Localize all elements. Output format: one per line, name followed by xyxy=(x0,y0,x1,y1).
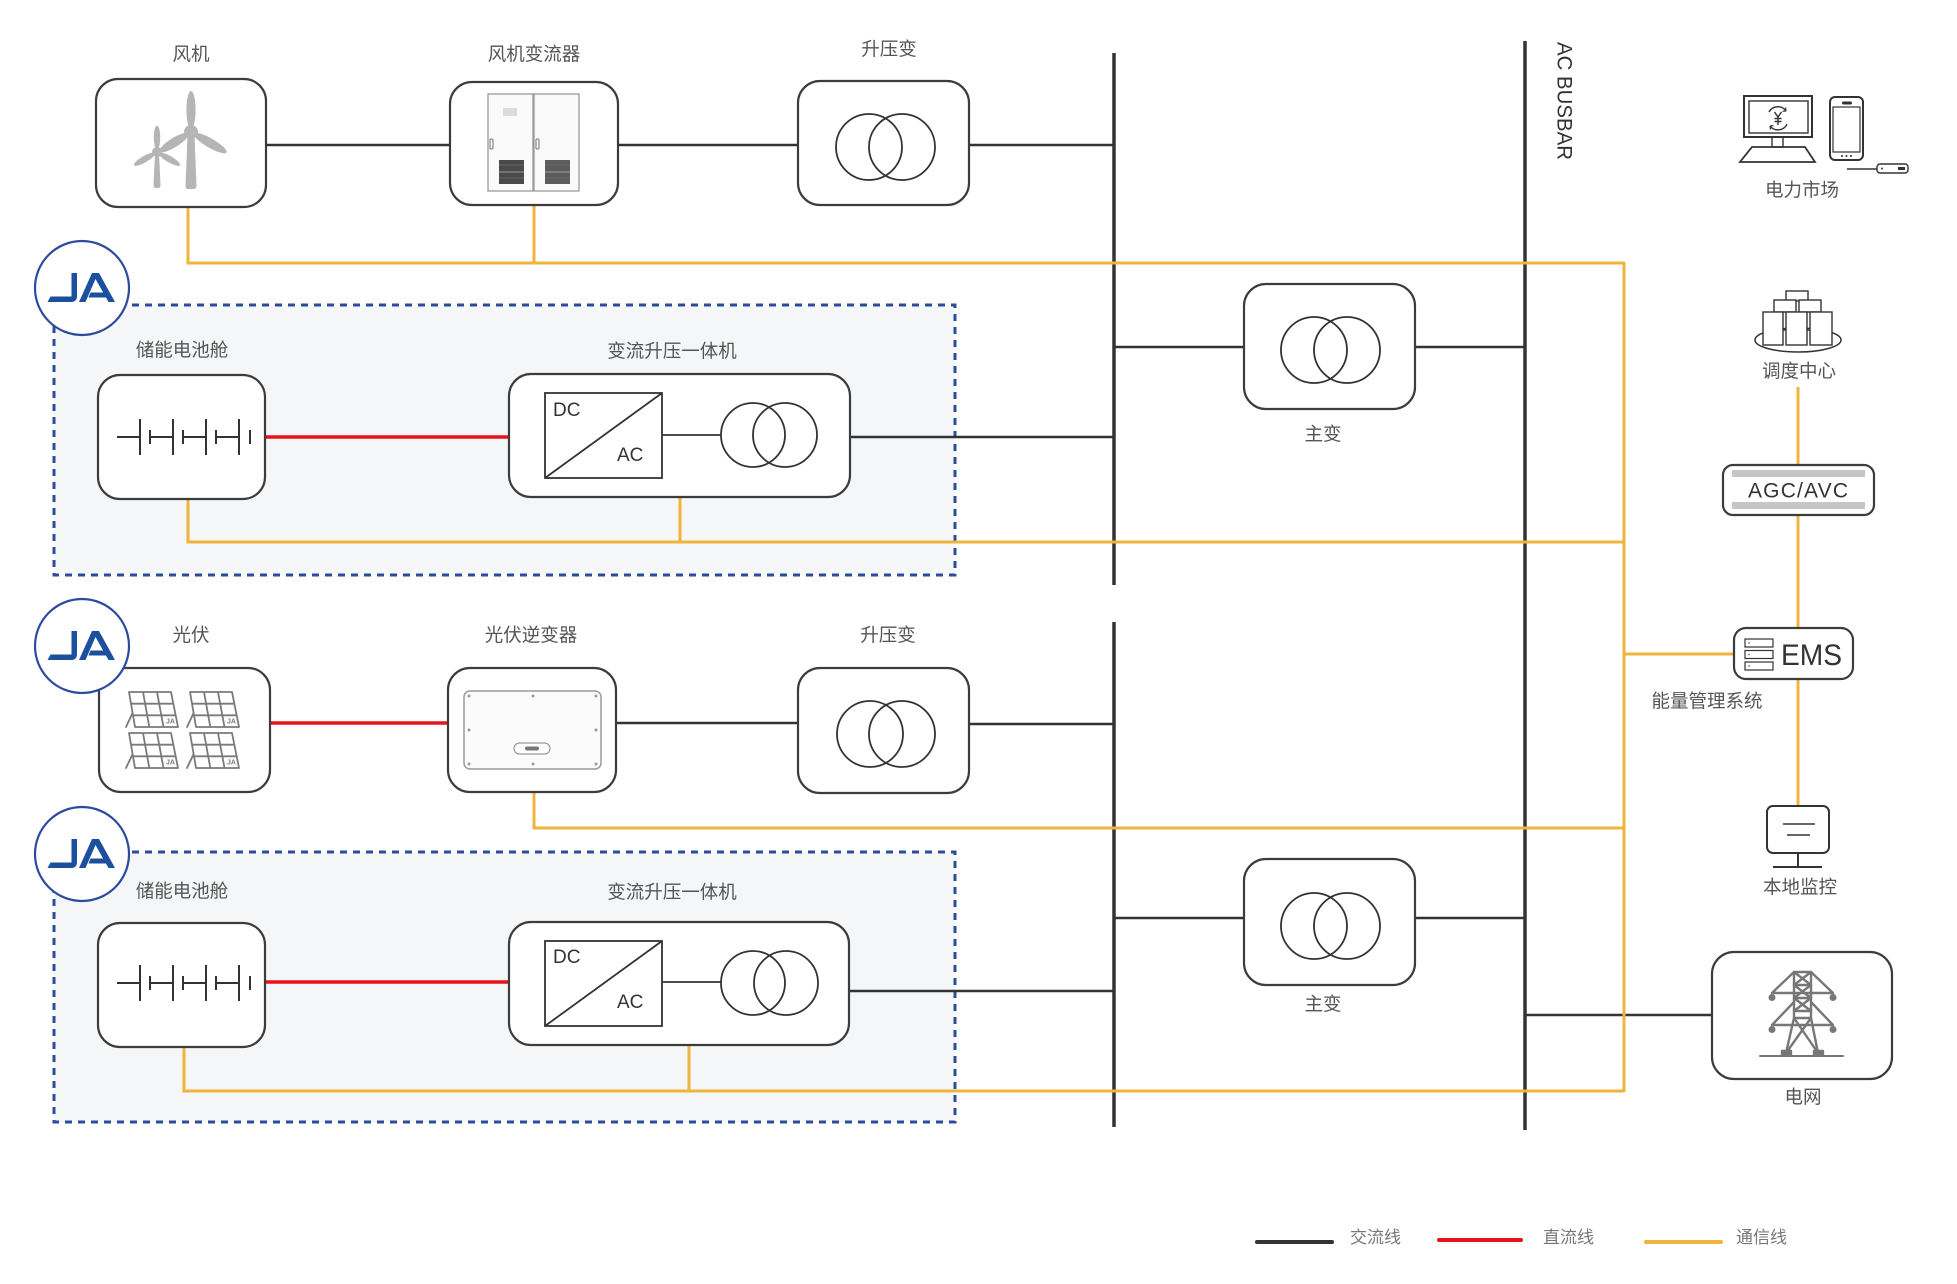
battery-cabin-label: 储能电池舱 xyxy=(136,341,229,362)
ac-text: AC xyxy=(617,445,643,466)
inverter-icon xyxy=(463,690,602,770)
dc-ac-converter-icon xyxy=(544,392,663,479)
panel-brand-mark: JA xyxy=(227,760,236,767)
legend-label-ac: 交流线 xyxy=(1350,1228,1401,1248)
main-transformer-1-node: 主变 xyxy=(1242,282,1417,446)
main-transformer-2-node: 主变 xyxy=(1242,857,1417,1016)
ja-logo-badge xyxy=(33,239,131,337)
pv-inverter-node: 光伏逆变器 xyxy=(446,626,618,794)
ems-node: EMS 能量管理系统 xyxy=(1651,626,1855,713)
agc-avc-label: AGC/AVC xyxy=(1748,480,1848,503)
ac-lines xyxy=(266,143,1712,1017)
transformer-icon xyxy=(835,113,936,181)
ac-text: AC xyxy=(617,992,643,1013)
dispatch-center-label: 调度中心 xyxy=(1762,362,1836,383)
legend-label-comm: 通信线 xyxy=(1736,1228,1787,1248)
legend-item-dc: 直流线 xyxy=(1437,1228,1594,1248)
legend: 交流线 直流线 通信线 xyxy=(1255,1228,1787,1248)
main-transformer-label: 主变 xyxy=(1304,425,1341,446)
ja-logo-icon xyxy=(47,839,115,868)
transformer-icon xyxy=(1280,316,1381,384)
pv-array-node: JA JA JA JA 光伏 xyxy=(97,626,272,794)
main-transformer-box xyxy=(1242,857,1417,987)
agc-avc-top-bar xyxy=(1732,470,1865,477)
dc-ac-converter-icon xyxy=(544,940,663,1027)
solar-panel-icon: JA xyxy=(125,691,179,728)
ja-logo-badge xyxy=(33,805,131,903)
main-transformer-box xyxy=(1242,282,1417,411)
local-monitoring-node: 本地监控 xyxy=(1763,805,1837,899)
battery-icon xyxy=(117,419,251,455)
pv-step-up-transformer-node: 升压变 xyxy=(796,626,971,795)
power-market-node: 电力市场 xyxy=(1738,95,1909,202)
server-rack-icon xyxy=(1744,638,1774,671)
dispatch-center-node: 调度中心 xyxy=(1754,290,1842,383)
step-up-transformer-label: 升压变 xyxy=(860,626,916,647)
converter-cabinet-icon xyxy=(487,93,580,192)
server-cluster-icon xyxy=(1754,290,1842,353)
ems-label: EMS xyxy=(1781,639,1842,672)
ja-logo-icon xyxy=(47,631,115,660)
pcs-2-node: DC AC 变流升压一体机 xyxy=(507,883,851,1047)
wind-step-up-transformer-node: 升压变 xyxy=(796,40,971,207)
grid-label: 电网 xyxy=(1784,1088,1821,1109)
ja-logo-badge xyxy=(33,597,131,695)
pcs-label: 变流升压一体机 xyxy=(607,883,737,904)
battery-icon xyxy=(117,965,251,1001)
solar-panel-icon: JA xyxy=(186,732,240,769)
busbars xyxy=(1112,41,1527,1130)
pcs-1-node: DC AC 变流升压一体机 xyxy=(507,342,852,499)
battery-cabin-1-node: 储能电池舱 xyxy=(96,341,267,501)
grid-box xyxy=(1710,950,1894,1081)
ja-logo-icon xyxy=(47,273,115,302)
legend-label-dc: 直流线 xyxy=(1543,1228,1594,1248)
main-transformer-label: 主变 xyxy=(1304,995,1341,1016)
solar-panel-icon: JA xyxy=(125,732,179,769)
local-monitoring-label: 本地监控 xyxy=(1763,878,1837,899)
legend-item-ac: 交流线 xyxy=(1255,1228,1401,1248)
dc-text: DC xyxy=(553,947,580,968)
step-up-transformer-box xyxy=(796,79,971,207)
transformer-icon xyxy=(720,402,818,468)
dc-text: DC xyxy=(553,400,580,421)
wind-converter-label: 风机变流器 xyxy=(488,45,581,66)
grid-node: 电网 xyxy=(1710,950,1894,1109)
monitor-icon xyxy=(1766,805,1830,868)
pcs-label: 变流升压一体机 xyxy=(607,342,737,363)
communication-lines xyxy=(182,205,1800,1093)
panel-brand-mark: JA xyxy=(166,760,175,767)
agc-avc-bottom-bar xyxy=(1732,502,1865,509)
battery-cabin-box xyxy=(96,921,267,1049)
wind-turbine-icon xyxy=(133,91,227,189)
battery-cabin-label: 储能电池舱 xyxy=(136,882,229,903)
step-up-transformer-box xyxy=(796,666,971,795)
battery-cabin-box xyxy=(96,373,267,501)
legend-item-comm: 通信线 xyxy=(1644,1228,1787,1248)
transformer-icon xyxy=(1280,892,1381,960)
pv-array-box xyxy=(97,666,272,794)
wind-turbine-node: 风机 xyxy=(94,45,268,209)
ac-busbar-label: AC BUSBAR xyxy=(1553,42,1576,160)
solar-panel-icon: JA xyxy=(186,691,240,728)
comm-line xyxy=(186,207,1624,265)
comm-line xyxy=(532,792,1624,830)
step-up-transformer-label: 升压变 xyxy=(861,40,917,61)
comm-line xyxy=(182,1047,1624,1093)
panel-brand-mark: JA xyxy=(166,719,175,726)
transformer-icon xyxy=(720,950,819,1016)
power-market-label: 电力市场 xyxy=(1765,181,1839,202)
panel-brand-mark: JA xyxy=(227,719,236,726)
wind-converter-node: 风机变流器 xyxy=(448,45,620,207)
battery-cabin-2-node: 储能电池舱 xyxy=(96,882,267,1049)
transmission-tower-icon xyxy=(1759,970,1844,1057)
wind-turbine-label: 风机 xyxy=(172,45,210,66)
pv-inverter-label: 光伏逆变器 xyxy=(485,626,578,647)
agc-avc-node: AGC/AVC xyxy=(1721,463,1876,517)
transformer-icon xyxy=(836,700,936,768)
dc-lines xyxy=(265,435,509,984)
computer-phone-icon xyxy=(1738,95,1909,174)
ems-caption: 能量管理系统 xyxy=(1651,692,1762,713)
comm-line xyxy=(186,499,1624,544)
pv-array-label: 光伏 xyxy=(172,626,209,647)
